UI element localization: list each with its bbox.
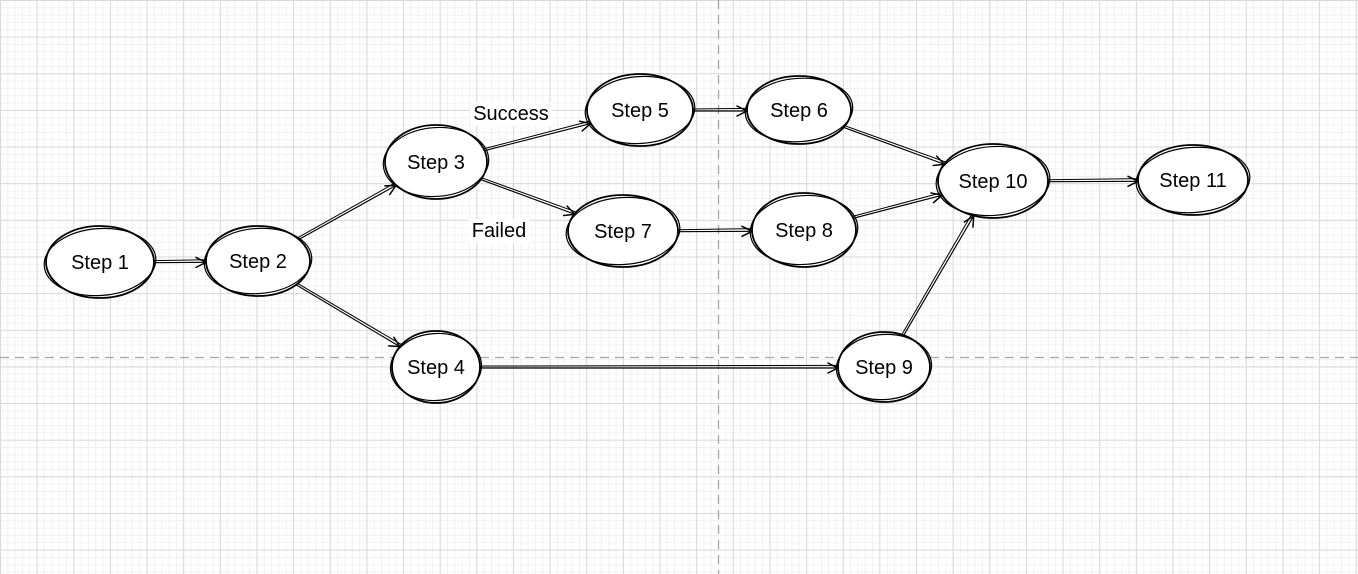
node-ellipse-sketch	[565, 196, 681, 266]
edge-line-sketch	[677, 228, 752, 231]
node-ellipse	[384, 124, 488, 200]
edge-line-sketch	[692, 107, 748, 110]
node-ellipse-sketch	[382, 126, 490, 198]
edge-line-sketch	[479, 364, 839, 367]
node-label: Step 4	[407, 357, 465, 379]
node-ellipse	[937, 143, 1049, 219]
edge-line-sketch	[852, 192, 942, 217]
edge-step6-step10[interactable]	[843, 125, 946, 167]
edge-line	[296, 284, 401, 348]
node-ellipse-sketch	[584, 75, 696, 145]
node-ellipse-sketch	[935, 145, 1051, 217]
node-step9[interactable]: Step 9	[834, 331, 934, 403]
edge-label-background	[470, 102, 552, 126]
node-label: Step 3	[407, 152, 465, 174]
edge-line	[298, 184, 397, 241]
node-step7[interactable]: Step 7	[564, 194, 682, 269]
node-ellipse	[586, 73, 694, 147]
edge-line-sketch	[1047, 178, 1138, 181]
node-ellipse	[1137, 144, 1249, 216]
node-ellipse	[751, 192, 857, 268]
node-ellipse-sketch	[43, 227, 157, 297]
node-step2[interactable]: Step 2	[202, 225, 314, 297]
node-ellipse	[391, 330, 481, 404]
node-ellipse-sketch	[835, 333, 933, 401]
edge-line-sketch	[297, 282, 402, 345]
edge-line-sketch	[153, 259, 207, 262]
node-label: Step 6	[770, 100, 828, 122]
node-ellipse-sketch	[203, 227, 313, 295]
edge-label-background	[468, 219, 530, 243]
edge-label-success: Success	[470, 102, 552, 126]
node-step4[interactable]: Step 4	[388, 330, 484, 404]
edge-step2-step3[interactable]	[297, 182, 397, 241]
node-layer: Step 1 Step 2 Step 3 Step 4 Step 5 Step 6 Step…	[42, 73, 1252, 404]
edge-line-sketch	[297, 182, 395, 239]
node-ellipse	[837, 331, 931, 403]
edge-step10-step11[interactable]	[1047, 175, 1139, 188]
edge-line-sketch	[481, 177, 576, 213]
edge-step8-step10[interactable]	[852, 192, 943, 219]
node-ellipse	[205, 225, 311, 297]
edge-label-text: Success	[473, 103, 549, 125]
node-label: Step 8	[775, 220, 833, 242]
node-label: Step 1	[71, 252, 129, 274]
edge-line-sketch	[483, 120, 591, 150]
edge-label-failed: Failed	[468, 219, 530, 243]
edge-step4-step9[interactable]	[479, 362, 839, 374]
node-step10[interactable]: Step 10	[934, 143, 1052, 220]
node-ellipse-sketch	[744, 77, 854, 143]
node-step3[interactable]: Step 3	[381, 124, 491, 200]
node-step11[interactable]: Step 11	[1134, 144, 1252, 217]
edge-step3-step7[interactable]: Failed	[468, 177, 576, 243]
edge-step3-step5[interactable]: Success	[470, 102, 592, 152]
edge-line-sketch	[901, 214, 972, 335]
edge-line	[903, 215, 975, 336]
node-ellipse	[567, 194, 679, 268]
edge-line	[852, 192, 943, 219]
edge-line	[484, 120, 592, 152]
node-ellipse-sketch	[1135, 146, 1251, 214]
node-step8[interactable]: Step 8	[748, 192, 860, 268]
edge-step1-step2[interactable]	[153, 256, 207, 269]
node-ellipse	[746, 75, 852, 145]
node-label: Step 10	[959, 171, 1028, 193]
node-label: Step 9	[855, 357, 913, 379]
node-label: Step 2	[229, 251, 287, 273]
node-step1[interactable]: Step 1	[42, 225, 158, 300]
edge-step9-step10[interactable]	[901, 214, 975, 336]
node-step5[interactable]: Step 5	[583, 73, 697, 147]
edge-step2-step4[interactable]	[296, 282, 402, 348]
node-label: Step 11	[1159, 170, 1226, 192]
edge-step7-step8[interactable]	[677, 225, 753, 238]
edge-line	[480, 179, 576, 217]
node-label: Step 5	[611, 100, 669, 122]
node-ellipse-sketch	[389, 332, 483, 402]
node-label: Step 7	[594, 221, 652, 243]
edge-line-sketch	[844, 125, 946, 163]
edge-label-text: Failed	[472, 220, 526, 242]
node-ellipse	[45, 225, 155, 299]
node-step6[interactable]: Step 6	[743, 75, 855, 146]
edge-step5-step6[interactable]	[692, 105, 748, 117]
edge-line	[843, 127, 946, 167]
node-ellipse-sketch	[749, 194, 859, 266]
